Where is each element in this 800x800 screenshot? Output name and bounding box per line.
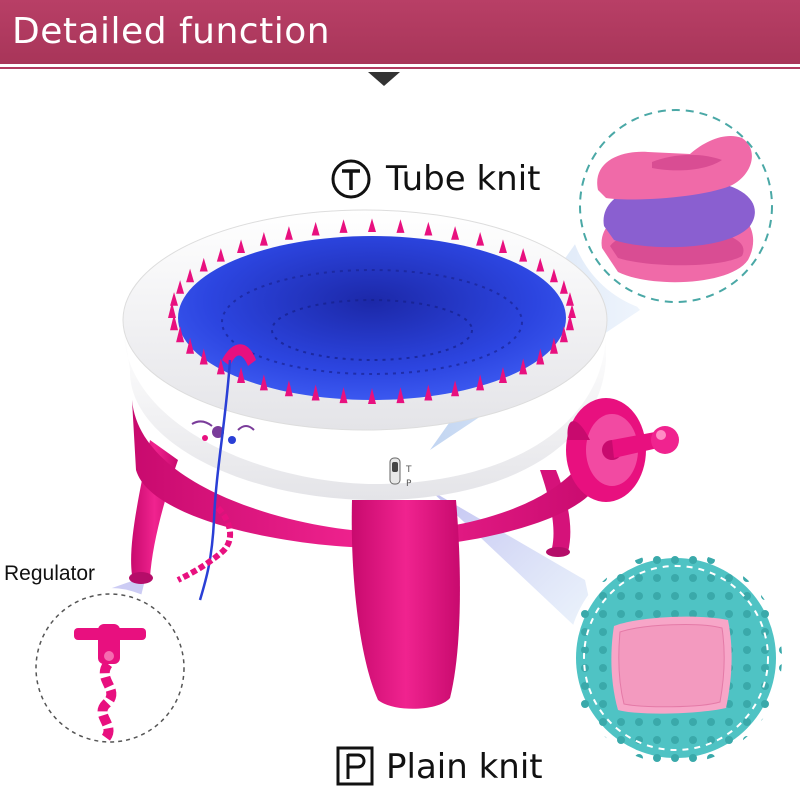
needle [451, 226, 460, 240]
needle [259, 232, 268, 246]
switch-t-mark: T [405, 465, 412, 475]
needle [339, 219, 348, 233]
needle [170, 292, 179, 306]
needle [519, 358, 528, 375]
needle [176, 326, 185, 343]
needle [565, 292, 574, 306]
needle [176, 280, 185, 294]
needle [368, 388, 376, 404]
needle [424, 384, 433, 401]
needle [396, 387, 405, 404]
header-banner: Detailed function [0, 0, 800, 64]
regulator-callout [30, 588, 190, 748]
needle [311, 384, 320, 401]
needle [498, 366, 507, 383]
yarn-guide-arm [198, 344, 256, 601]
flower-decoration-icon [191, 420, 255, 444]
needle [536, 348, 545, 365]
needle [368, 218, 376, 232]
page-title: Detailed function [12, 11, 331, 52]
needle [424, 221, 433, 236]
needle [168, 302, 176, 318]
needle [186, 337, 195, 354]
needle [199, 348, 208, 365]
needle [559, 280, 568, 294]
regulator-label: Regulator [4, 562, 96, 585]
needle [519, 248, 528, 262]
circled-t-icon [331, 159, 371, 199]
plain-knit-label: Plain knit [386, 747, 543, 787]
needle [284, 226, 293, 240]
header-divider [0, 67, 800, 69]
chevron-down-icon [368, 72, 400, 86]
regulator-chain [176, 505, 234, 583]
needle [396, 219, 405, 233]
needle [170, 314, 179, 331]
needle [199, 257, 208, 272]
needle [216, 248, 225, 262]
needle [549, 337, 558, 354]
needle [339, 387, 348, 404]
plain-knit-callout [568, 550, 784, 766]
needle [498, 239, 507, 254]
needle [476, 374, 485, 391]
needle [284, 380, 293, 397]
machine-leg-front [351, 500, 460, 709]
needle [559, 326, 568, 343]
needle [186, 268, 195, 283]
boxed-p-icon [336, 746, 374, 786]
tube-knit-callout [568, 98, 784, 314]
needle [237, 366, 246, 383]
needle [536, 257, 545, 272]
needle [565, 314, 574, 331]
needle [216, 358, 225, 375]
crank-handle [566, 398, 679, 502]
needle [311, 221, 320, 236]
needle [237, 239, 246, 254]
tube-knit-label: Tube knit [386, 159, 541, 199]
machine-base-band [132, 400, 600, 548]
knitted-fabric [178, 236, 566, 400]
needle [476, 232, 485, 246]
needle [549, 268, 558, 283]
needle [451, 380, 460, 397]
switch-p-mark: P [406, 479, 412, 489]
needle-ring [168, 218, 576, 404]
needle [259, 374, 268, 391]
